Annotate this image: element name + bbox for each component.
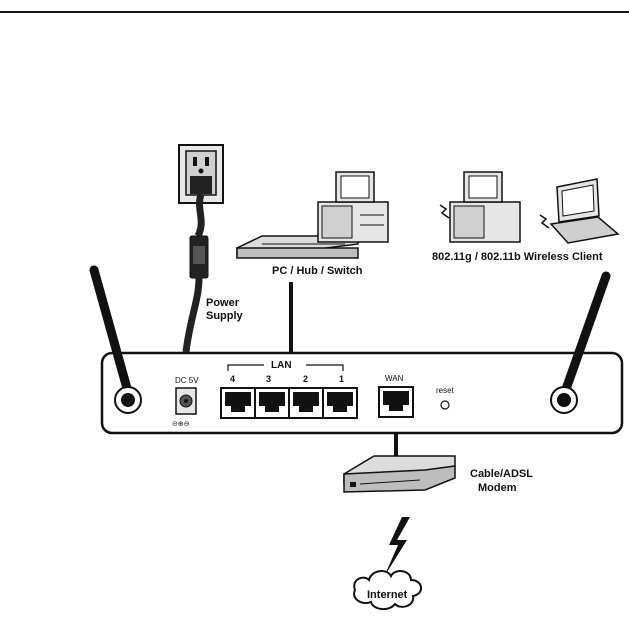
lan-port-number-3: 3 <box>266 374 271 384</box>
modem-label-line2: Modem <box>478 482 517 494</box>
reset-label: reset <box>436 386 455 395</box>
dc-5v-label: DC 5V <box>175 376 199 385</box>
reset-button <box>441 401 449 409</box>
lan-port-number-1: 1 <box>339 374 344 384</box>
lan-label: LAN <box>271 360 292 371</box>
lan-port-1 <box>323 388 357 418</box>
pc-hub-switch-label: PC / Hub / Switch <box>272 265 363 277</box>
power-supply-label-line2: Supply <box>206 310 244 322</box>
lan-port-4 <box>221 388 255 418</box>
svg-text:⊝⊕⊖: ⊝⊕⊖ <box>172 421 190 428</box>
lan-port-number-2: 2 <box>303 374 308 384</box>
power-supply-label-line1: Power <box>206 297 240 309</box>
lan-port-2 <box>289 388 323 418</box>
lan-port-3 <box>255 388 289 418</box>
desktop-pc-icon <box>318 172 388 242</box>
lan-port-number-4: 4 <box>230 374 235 384</box>
wireless-clients-label: 802.11g / 802.11b Wireless Client <box>432 251 603 263</box>
wan-label: WAN <box>385 374 404 383</box>
lightning-bolt-icon <box>384 517 410 577</box>
wan-port <box>379 387 413 417</box>
power-cable <box>186 194 208 352</box>
wireless-laptop-icon <box>540 179 618 243</box>
modem-label-line1: Cable/ADSL <box>470 468 533 480</box>
internet-label: Internet <box>367 589 408 601</box>
wireless-desktop-icon <box>440 172 520 242</box>
cable-adsl-modem-icon <box>344 456 455 492</box>
